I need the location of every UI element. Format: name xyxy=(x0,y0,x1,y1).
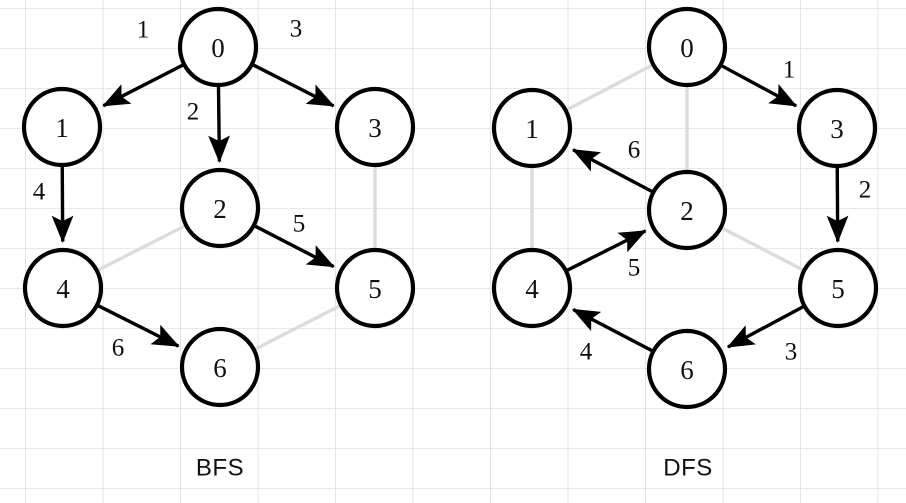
node-label-dfs-6: 6 xyxy=(680,355,694,385)
node-circle-bfs-1[interactable] xyxy=(21,86,103,168)
node-bfs-4[interactable]: 4 xyxy=(22,247,104,329)
node-dfs-3[interactable]: 3 xyxy=(796,87,878,169)
node-label-bfs-1: 1 xyxy=(55,113,69,143)
edge-label-dfs-0-3: 1 xyxy=(783,57,796,84)
node-label-dfs-3: 3 xyxy=(830,114,844,144)
edge-label-dfs-5-6: 3 xyxy=(785,339,798,366)
node-bfs-1[interactable]: 1 xyxy=(21,86,103,168)
node-bfs-0[interactable]: 0 xyxy=(177,6,259,88)
edge-dfs-2-to-1-traversed xyxy=(571,148,655,194)
node-bfs-6[interactable]: 6 xyxy=(179,326,261,408)
node-dfs-5[interactable]: 5 xyxy=(797,247,879,329)
edge-dfs-4-to-2-traversed xyxy=(565,229,647,273)
edge-label-bfs-0-3: 3 xyxy=(290,16,303,43)
node-bfs-5[interactable]: 5 xyxy=(334,247,416,329)
node-circle-dfs-2[interactable] xyxy=(646,169,728,251)
edge-bfs-2-to-5-traversed xyxy=(252,223,335,269)
node-label-bfs-3: 3 xyxy=(368,113,382,143)
node-bfs-3[interactable]: 3 xyxy=(334,86,416,168)
caption-bfs: BFS xyxy=(196,455,244,482)
node-dfs-4[interactable]: 4 xyxy=(491,247,573,329)
edges-group xyxy=(51,62,849,353)
node-circle-bfs-3[interactable] xyxy=(334,86,416,168)
node-circle-bfs-6[interactable] xyxy=(179,326,261,408)
node-label-bfs-4: 4 xyxy=(56,274,70,304)
node-dfs-0[interactable]: 0 xyxy=(646,6,728,88)
node-circle-dfs-3[interactable] xyxy=(796,87,878,169)
edge-label-bfs-4-6: 6 xyxy=(112,335,125,362)
node-dfs-2[interactable]: 2 xyxy=(646,169,728,251)
edge-label-dfs-4-2: 5 xyxy=(628,255,641,282)
node-label-bfs-2: 2 xyxy=(213,194,227,224)
node-circle-bfs-5[interactable] xyxy=(334,247,416,329)
edge-labels-group: 1 2 3 4 5 6 1 2 3 4 5 6 xyxy=(33,16,872,366)
node-label-bfs-6: 6 xyxy=(213,353,227,383)
edge-bfs-5-to-6-untraversed xyxy=(253,303,342,352)
edge-label-bfs-0-2: 2 xyxy=(187,99,200,126)
caption-dfs: DFS xyxy=(663,455,713,482)
edge-bfs-4-to-6-traversed xyxy=(96,303,180,348)
edge-dfs-0-to-3-traversed xyxy=(719,63,798,108)
node-circle-bfs-4[interactable] xyxy=(22,247,104,329)
panel-captions-group: BFS DFS xyxy=(196,455,713,482)
edge-dfs-2-to-5-untraversed xyxy=(719,225,806,273)
node-circle-dfs-4[interactable] xyxy=(491,247,573,329)
node-circle-dfs-0[interactable] xyxy=(646,6,728,88)
node-circle-dfs-6[interactable] xyxy=(646,328,728,410)
node-label-dfs-0: 0 xyxy=(680,33,694,63)
node-bfs-2[interactable]: 2 xyxy=(179,167,261,249)
edge-bfs-2-to-4-untraversed xyxy=(96,223,187,273)
node-circle-bfs-2[interactable] xyxy=(179,167,261,249)
edge-dfs-0-to-1-untraversed xyxy=(564,63,655,112)
node-label-bfs-5: 5 xyxy=(368,274,382,304)
node-dfs-1[interactable]: 1 xyxy=(491,87,573,169)
node-circle-bfs-0[interactable] xyxy=(177,6,259,88)
edge-label-bfs-2-5: 5 xyxy=(293,211,306,238)
edge-label-dfs-6-4: 4 xyxy=(580,339,593,366)
node-label-dfs-1: 1 xyxy=(525,114,539,144)
node-dfs-6[interactable]: 6 xyxy=(646,328,728,410)
edge-bfs-0-to-2-traversed xyxy=(208,84,230,163)
edge-label-bfs-1-4: 4 xyxy=(33,179,46,206)
edge-label-dfs-3-5: 2 xyxy=(859,177,872,204)
edge-dfs-6-to-4-traversed xyxy=(572,308,655,353)
node-label-bfs-0: 0 xyxy=(211,33,225,63)
node-label-dfs-2: 2 xyxy=(680,196,694,226)
edge-bfs-0-to-3-traversed xyxy=(251,62,335,108)
edge-label-dfs-2-1: 6 xyxy=(628,137,641,164)
node-circle-dfs-5[interactable] xyxy=(797,247,879,329)
node-label-dfs-4: 4 xyxy=(525,274,539,304)
edge-label-bfs-0-1: 1 xyxy=(137,17,150,44)
node-label-dfs-5: 5 xyxy=(831,274,845,304)
edge-dfs-5-to-6-traversed xyxy=(726,304,806,349)
node-circle-dfs-1[interactable] xyxy=(491,87,573,169)
edge-bfs-0-to-1-traversed xyxy=(102,62,185,108)
nodes-group: 0 1 2 3 4 5 6 0 1 2 3 4 5 6 xyxy=(21,6,879,410)
